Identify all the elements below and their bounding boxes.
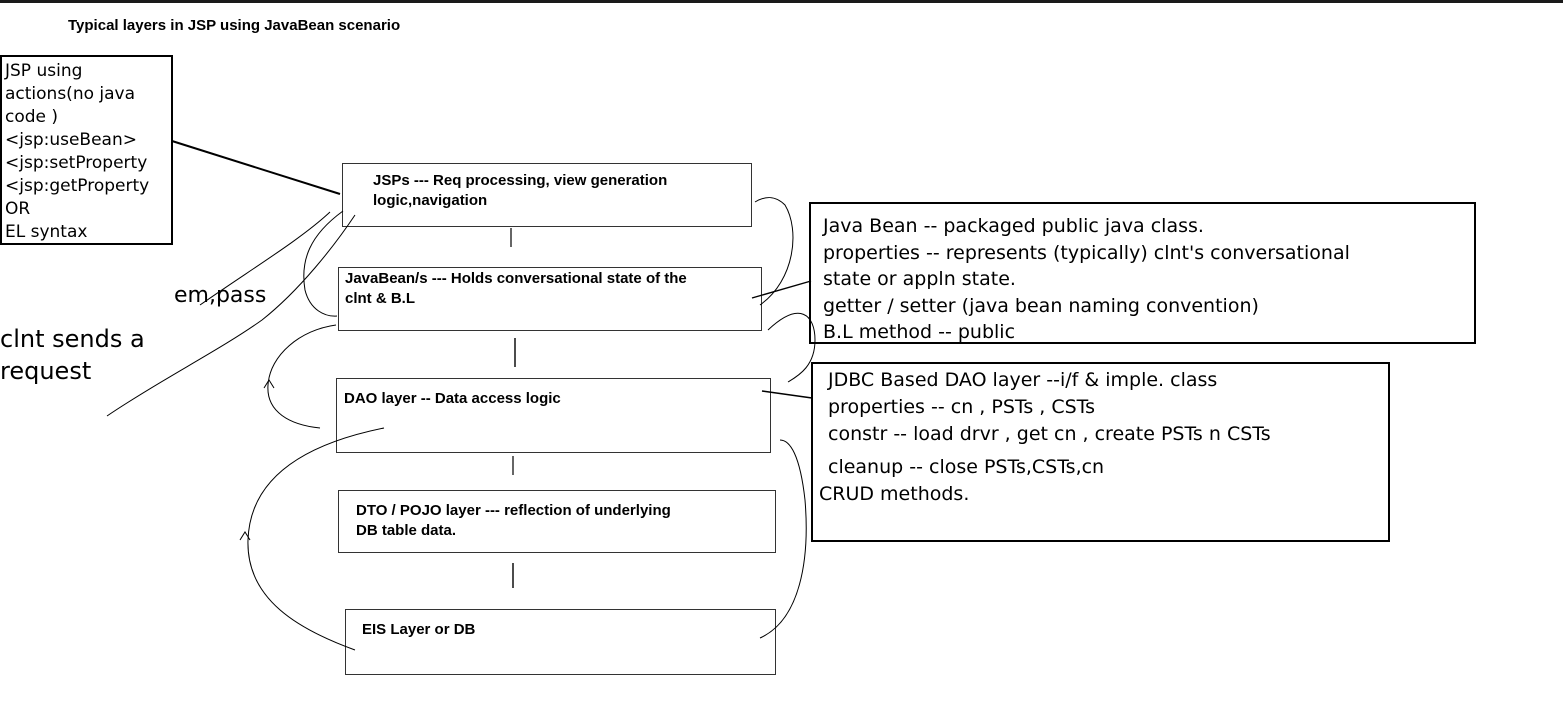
jsp-note-line: OR: [5, 199, 31, 219]
bean-note-line: state or appln state.: [823, 268, 1016, 290]
arrowhead-mark: [263, 379, 275, 389]
dao-return-curve: [767, 312, 816, 383]
jsp-note-line: code ): [5, 107, 59, 127]
jsp-note-line: <jsp:getProperty: [5, 176, 150, 196]
client-request-label-line1: clnt sends a: [0, 325, 145, 353]
layer-dto-line: DTO / POJO layer --- reflection of under…: [356, 502, 671, 519]
em-pass-label: em,pass: [174, 283, 267, 308]
dao-note-line: JDBC Based DAO layer --i/f & imple. clas…: [828, 369, 1218, 391]
dao-note-line: cleanup -- close PSTs,CSTs,cn: [828, 456, 1105, 478]
bean-note-line: B.L method -- public: [823, 321, 1016, 343]
jsp-to-bean-curve: [303, 210, 344, 317]
jsp-note-line: actions(no java: [5, 84, 136, 104]
eis-return-curve: [759, 439, 807, 639]
bean-note-line: getter / setter (java bean naming conven…: [823, 294, 1259, 317]
bean-note-line: properties -- represents (typically) cln…: [823, 241, 1350, 264]
layer-jsp: JSPs --- Req processing, view generation…: [342, 163, 752, 227]
layer-jsp-line: logic,navigation: [373, 192, 488, 209]
callout-jsp-note: [171, 140, 341, 195]
diagram-title: Typical layers in JSP using JavaBean sce…: [68, 17, 401, 34]
callout-dao-note: [761, 390, 813, 399]
bean-note-line: Java Bean -- packaged public java class.: [823, 215, 1204, 237]
client-request-flow-curve: [106, 214, 356, 417]
jsp-note-line: <jsp:setProperty: [5, 153, 148, 173]
jsp-note-line: <jsp:useBean>: [5, 130, 137, 150]
bean-to-dao-curve: [267, 324, 337, 429]
java-bean-note: Java Bean -- packaged public java class.…: [809, 202, 1476, 344]
jsp-note-line: JSP using: [5, 61, 83, 81]
layer-dao: DAO layer -- Data access logic: [336, 378, 771, 453]
layer-eis-line: EIS Layer or DB: [362, 621, 476, 638]
layer-eis-db: EIS Layer or DB: [345, 609, 776, 675]
dao-to-eis-curve: [247, 427, 385, 651]
dao-note-line: CRUD methods.: [819, 483, 970, 505]
callout-bean-note: [751, 280, 812, 299]
dao-note-line: constr -- load drvr , get cn , create PS…: [828, 423, 1271, 445]
layer-jsp-line: JSPs --- Req processing, view generation: [373, 172, 668, 189]
layer-dao-line: DAO layer -- Data access logic: [344, 390, 561, 407]
jdbc-dao-note: JDBC Based DAO layer --i/f & imple. clas…: [811, 362, 1390, 542]
jsp-actions-note: JSP using actions(no java code ) <jsp:us…: [0, 55, 173, 245]
bean-return-curve: [754, 197, 794, 306]
jsp-note-line: EL syntax: [5, 222, 88, 242]
client-request-label-line2: request: [0, 357, 92, 385]
layer-javabean-line: clnt & B.L: [345, 290, 415, 307]
layer-dto-line: DB table data.: [356, 522, 457, 539]
layer-javabean: JavaBean/s --- Holds conversational stat…: [338, 267, 762, 331]
layer-javabean-line: JavaBean/s --- Holds conversational stat…: [345, 270, 687, 287]
dao-note-line: properties -- cn , PSTs , CSTs: [828, 396, 1096, 418]
arrowhead-mark: [239, 531, 251, 541]
em-pass-flow-curve: [199, 211, 331, 306]
layer-dto-pojo: DTO / POJO layer --- reflection of under…: [338, 490, 776, 553]
top-border: [0, 0, 1563, 3]
